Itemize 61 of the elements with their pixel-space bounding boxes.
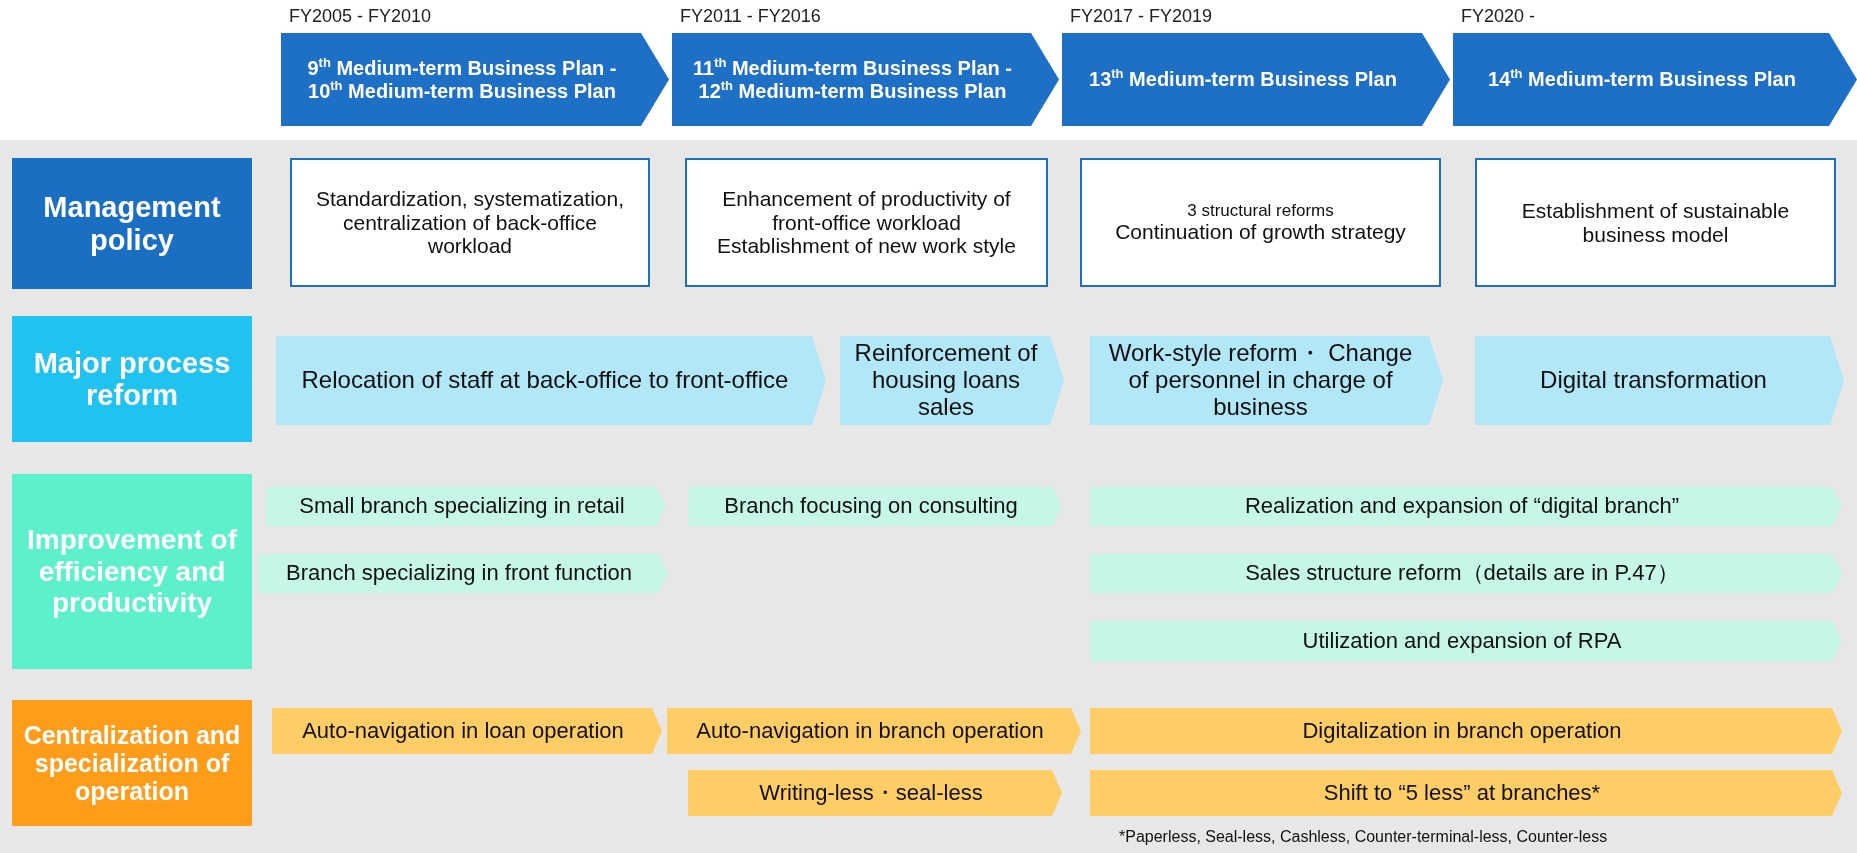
row-title: Major process reform <box>32 346 232 412</box>
row-title: Improvement of efficiency and productivity <box>26 524 238 619</box>
plan-banner <box>672 33 1059 126</box>
operation-text: Writing-less・seal-less <box>759 780 983 806</box>
reform-banner <box>1475 336 1844 425</box>
initiative-banner <box>1090 621 1842 661</box>
reform-banner <box>840 336 1064 425</box>
policy-box <box>685 158 1048 287</box>
initiative-banner <box>1090 487 1842 526</box>
operation-text: Auto-navigation in branch operation <box>696 718 1044 744</box>
row-header <box>12 700 252 826</box>
plan-title: 11$^{th}$ Medium-term Business Plan - 12$^{th}$ Medium-term Business Plan <box>691 57 1014 102</box>
plan-banner <box>1062 33 1450 126</box>
operation-banner <box>688 770 1062 816</box>
year-range-label: FY2017 - FY2019 <box>1070 6 1213 27</box>
reform-text: Digital transformation <box>1540 367 1767 394</box>
initiative-text: Sales structure reform（details are in P.47） <box>1245 561 1679 586</box>
row-header <box>12 158 252 289</box>
policy-text: 3 structural reforms <box>1187 201 1334 221</box>
policy-text: Standardization, systematization, centralization of back-office workload <box>314 187 626 258</box>
initiative-text: Branch specializing in front function <box>285 561 633 586</box>
policy-text: Enhancement of productivity of front-office workload <box>721 187 1012 235</box>
initiative-text: Small branch specializing in retail <box>299 494 625 519</box>
initiative-text: Realization and expansion of “digital branch” <box>1244 494 1680 519</box>
row-title: Management policy <box>42 191 222 256</box>
row-title: Centralization and specialization of operation <box>22 721 242 805</box>
plan-title: 13$^{th}$ Medium-term Business Plan <box>1089 68 1397 91</box>
row-header <box>12 316 252 442</box>
policy-box <box>290 158 650 287</box>
plan-title: 14$^{th}$ Medium-term Business Plan <box>1488 68 1796 91</box>
year-range-label: FY2011 - FY2016 <box>680 6 821 27</box>
operation-text: Digitalization in branch operation <box>1302 718 1622 744</box>
operation-text: Auto-navigation in loan operation <box>302 718 624 744</box>
initiative-banner <box>266 487 666 526</box>
reform-banner <box>276 336 826 425</box>
plan-banner <box>1453 33 1857 126</box>
plan-title: 9$^{th}$ Medium-term Business Plan - 10$^{th}$ Medium-term Business Plan <box>306 57 618 102</box>
policy-box <box>1080 158 1441 287</box>
policy-text: Establishment of sustainable business model <box>1520 199 1791 246</box>
row-header <box>12 474 252 669</box>
initiative-text: Branch focusing on consulting <box>724 494 1018 519</box>
year-range-label: FY2020 - <box>1461 6 1536 27</box>
policy-box <box>1475 158 1836 287</box>
initiative-text: Utilization and expansion of RPA <box>1302 628 1622 654</box>
operation-text: Shift to “5 less” at branches* <box>1323 780 1601 806</box>
initiative-banner <box>258 554 668 593</box>
initiative-banner <box>1090 554 1842 593</box>
footnote: *Paperless, Seal-less, Cashless, Counter-terminal-less, Counter-less <box>1119 828 1608 846</box>
operation-banner <box>1090 770 1842 816</box>
operation-banner <box>667 708 1081 754</box>
reform-text: Reinforcement of housing loans sales <box>853 340 1039 421</box>
initiative-banner <box>688 487 1062 526</box>
operation-banner <box>1090 708 1842 754</box>
reform-text: Relocation of staff at back-office to front-office <box>301 367 789 394</box>
operation-banner <box>272 708 662 754</box>
year-range-label: FY2005 - FY2010 <box>289 6 432 27</box>
reform-banner <box>1090 336 1443 425</box>
reform-text: Work-style reform・ Change of personnel in charge of business <box>1107 340 1414 421</box>
plan-banner <box>281 33 669 126</box>
policy-text: Continuation of growth strategy <box>1115 220 1406 244</box>
policy-text: Establishment of new work style <box>717 234 1016 258</box>
